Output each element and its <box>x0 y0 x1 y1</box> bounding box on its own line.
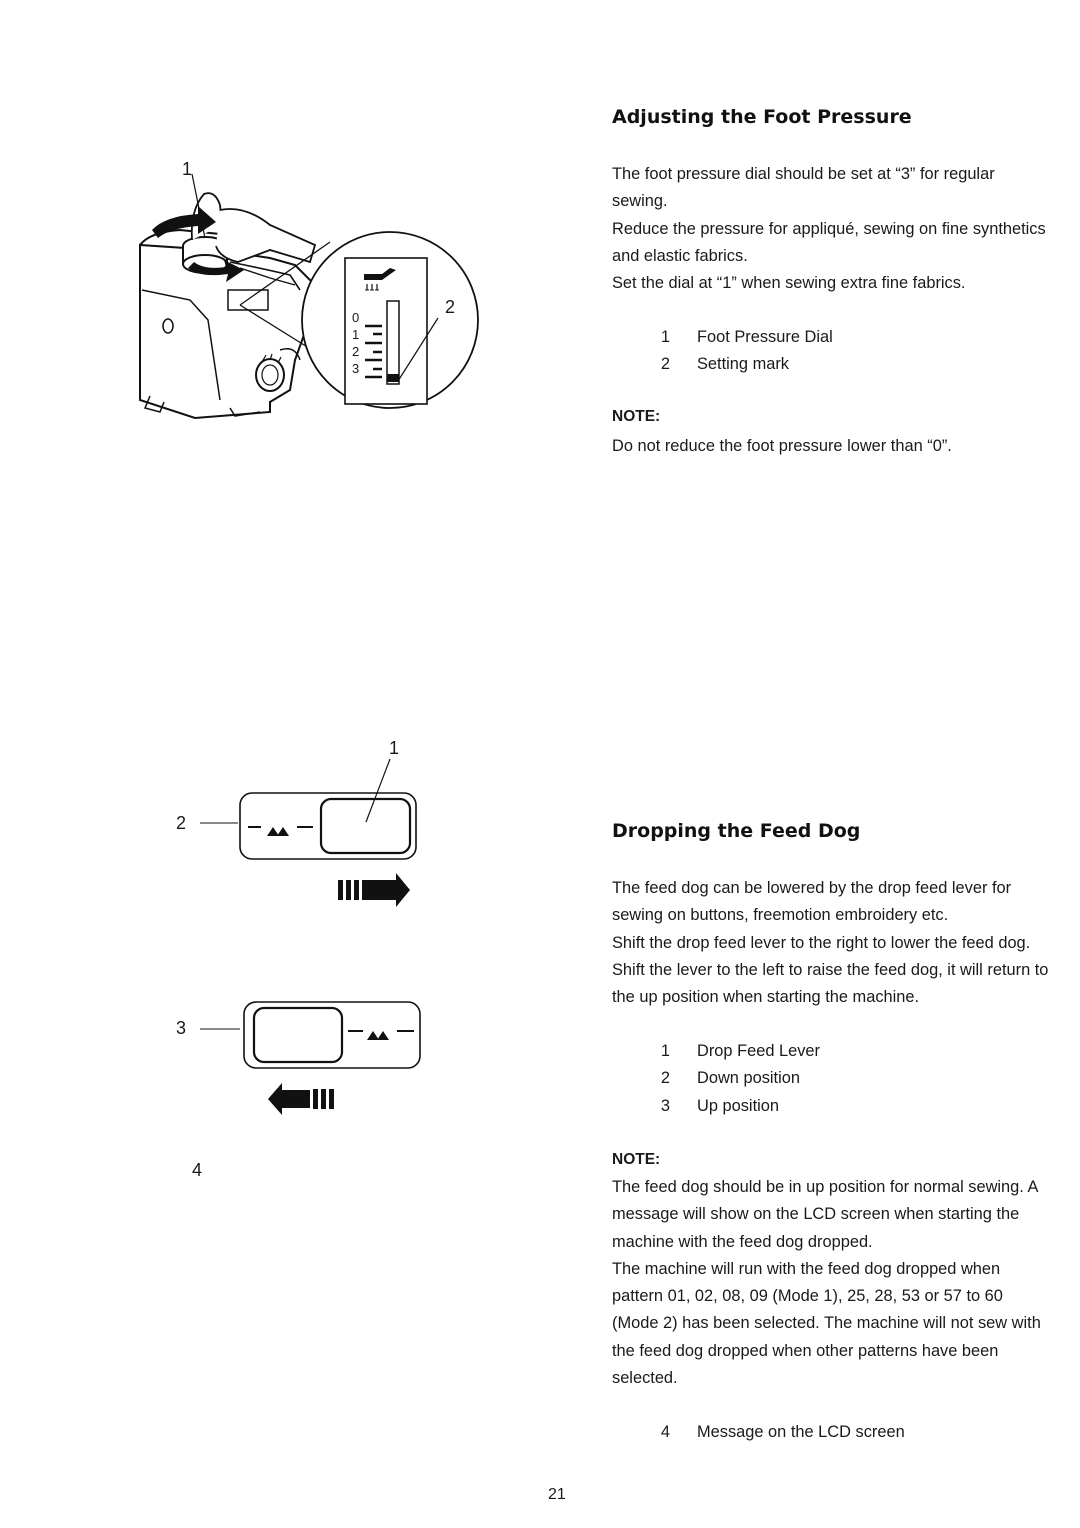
feed-dog-legend-2: 4 Message on the LCD screen <box>646 1419 1026 1446</box>
paragraph: Shift the drop feed lever to the right t… <box>612 933 1031 952</box>
section-title-foot-pressure: Adjusting the Foot Pressure <box>612 106 912 128</box>
paragraph: The foot pressure dial should be set at … <box>612 165 995 211</box>
drop-feed-figure: 1 2 3 4 <box>170 735 430 1185</box>
callout-3: 3 <box>176 1018 187 1038</box>
callout-1: 1 <box>182 159 193 179</box>
foot-pressure-legend: 1 Foot Pressure Dial 2 Setting mark <box>646 324 1026 379</box>
callout-4: 4 <box>192 1160 203 1180</box>
page-number: 21 <box>548 1486 566 1503</box>
note-text: Do not reduce the foot pressure lower th… <box>612 437 952 455</box>
legend-text: Foot Pressure Dial <box>697 328 833 346</box>
scale-label-0: 0 <box>352 310 360 325</box>
legend-number: 2 <box>660 355 670 374</box>
drop-feed-illustration <box>200 758 421 1115</box>
section-title-feed-dog: Dropping the Feed Dog <box>612 820 861 842</box>
paragraph: The machine will run with the feed dog d… <box>612 1259 1041 1388</box>
legend-item: 2 Down position <box>646 1065 1026 1092</box>
legend-text: Setting mark <box>697 355 790 374</box>
legend-item: 1 Foot Pressure Dial <box>646 324 1026 351</box>
feed-dog-note-body: The feed dog should be in up position fo… <box>612 1174 1052 1392</box>
legend-item: 2 Setting mark <box>646 351 1026 378</box>
legend-text: Up position <box>697 1096 780 1115</box>
note-label: NOTE: <box>612 408 661 425</box>
scale-label-3: 3 <box>352 361 360 376</box>
foot-pressure-figure: 1 2 0 1 2 3 <box>120 150 490 450</box>
paragraph: The feed dog can be lowered by the drop … <box>612 879 1012 925</box>
scale-label-1: 1 <box>352 327 360 342</box>
legend-number: 4 <box>660 1423 670 1441</box>
legend-number: 3 <box>660 1096 670 1115</box>
legend-text: Message on the LCD screen <box>697 1423 905 1441</box>
legend-item: 3 Up position <box>646 1093 1026 1120</box>
foot-pressure-illustration <box>139 173 479 420</box>
scale-label-2: 2 <box>352 344 360 359</box>
callout-2: 2 <box>176 813 187 833</box>
note-label: NOTE: <box>612 1151 661 1168</box>
legend-number: 1 <box>660 328 670 346</box>
paragraph: The feed dog should be in up position fo… <box>612 1178 1038 1251</box>
feed-dog-body: The feed dog can be lowered by the drop … <box>612 875 1052 1011</box>
callout-1: 1 <box>389 738 400 758</box>
legend-text: Drop Feed Lever <box>697 1042 820 1060</box>
legend-number: 1 <box>660 1042 670 1060</box>
paragraph: Set the dial at “1” when sewing extra fi… <box>612 274 966 293</box>
paragraph: Shift the lever to the left to raise the… <box>612 960 1049 1007</box>
legend-item: 4 Message on the LCD screen <box>646 1419 1026 1446</box>
feed-dog-legend: 1 Drop Feed Lever 2 Down position 3 Up p… <box>646 1038 1026 1120</box>
paragraph: Reduce the pressure for appliqué, sewing… <box>612 219 1046 265</box>
legend-item: 1 Drop Feed Lever <box>646 1038 1026 1065</box>
callout-2: 2 <box>445 297 456 317</box>
foot-pressure-body: The foot pressure dial should be set at … <box>612 161 1052 297</box>
legend-text: Down position <box>697 1069 800 1088</box>
legend-number: 2 <box>660 1069 670 1088</box>
